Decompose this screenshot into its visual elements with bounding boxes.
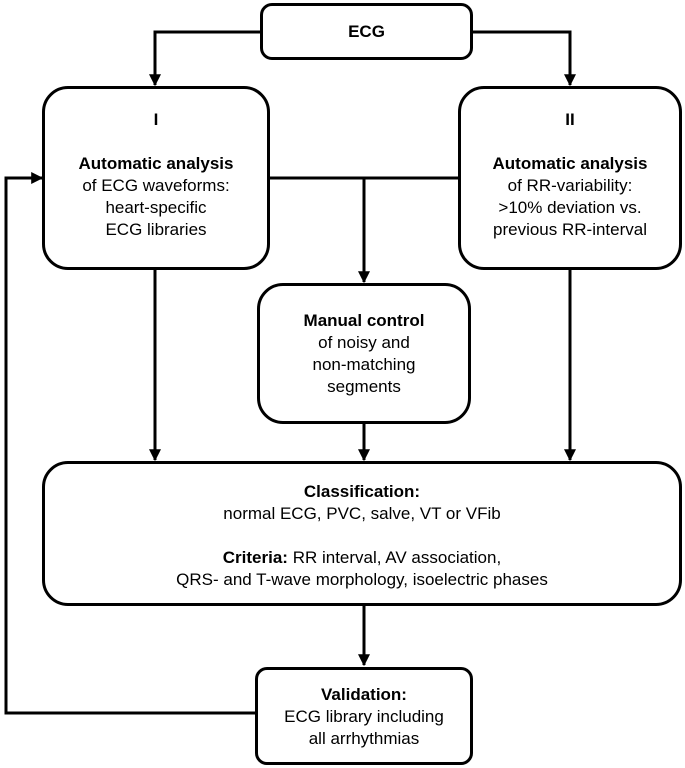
validation-line: ECG library including [284, 707, 444, 726]
box-i-title: Automatic analysis [78, 154, 234, 173]
box-ii-line: of RR-variability: [507, 176, 633, 195]
arrow-ecg-to-i [149, 30, 262, 87]
ecg-box: ECG [260, 3, 473, 60]
arrow-ecg-to-ii [472, 30, 576, 87]
classification-types: normal ECG, PVC, salve, VT or VFib [223, 504, 501, 523]
arrow-feedback-to-i [4, 172, 256, 715]
manual-control-box: Manual control of noisy and non-matching… [257, 283, 471, 424]
criteria-text: RR interval, AV association, [287, 548, 502, 567]
box-i-line: ECG libraries [105, 220, 207, 239]
manual-control-line: segments [327, 377, 401, 396]
box-i-line: heart-specific [105, 198, 207, 217]
criteria-label: Criteria: [222, 548, 288, 567]
criteria-morphology: QRS- and T-wave morphology, isoelectric … [176, 570, 548, 589]
automatic-analysis-rr-box: II Automatic analysis of RR-variability:… [458, 86, 682, 270]
manual-control-line: of noisy and [318, 333, 410, 352]
ecg-box-title: ECG [348, 22, 385, 41]
box-ii-line: previous RR-interval [493, 220, 647, 239]
classification-box: Classification: normal ECG, PVC, salve, … [42, 461, 682, 606]
box-i-numeral: I [153, 110, 159, 129]
validation-line: all arrhythmias [308, 729, 420, 748]
validation-title: Validation: [321, 685, 407, 704]
box-ii-numeral: II [565, 110, 575, 129]
classification-title: Classification: [303, 482, 421, 501]
box-i-line: of ECG waveforms: [82, 176, 230, 195]
criteria-line: Criteria: RR interval, AV association, [45, 547, 679, 569]
automatic-analysis-waveforms-box: I Automatic analysis of ECG waveforms: h… [42, 86, 270, 270]
manual-control-title: Manual control [303, 311, 425, 330]
box-ii-line: >10% deviation vs. [498, 198, 642, 217]
box-ii-title: Automatic analysis [492, 154, 648, 173]
manual-control-line: non-matching [312, 355, 416, 374]
validation-box: Validation: ECG library including all ar… [255, 667, 473, 765]
